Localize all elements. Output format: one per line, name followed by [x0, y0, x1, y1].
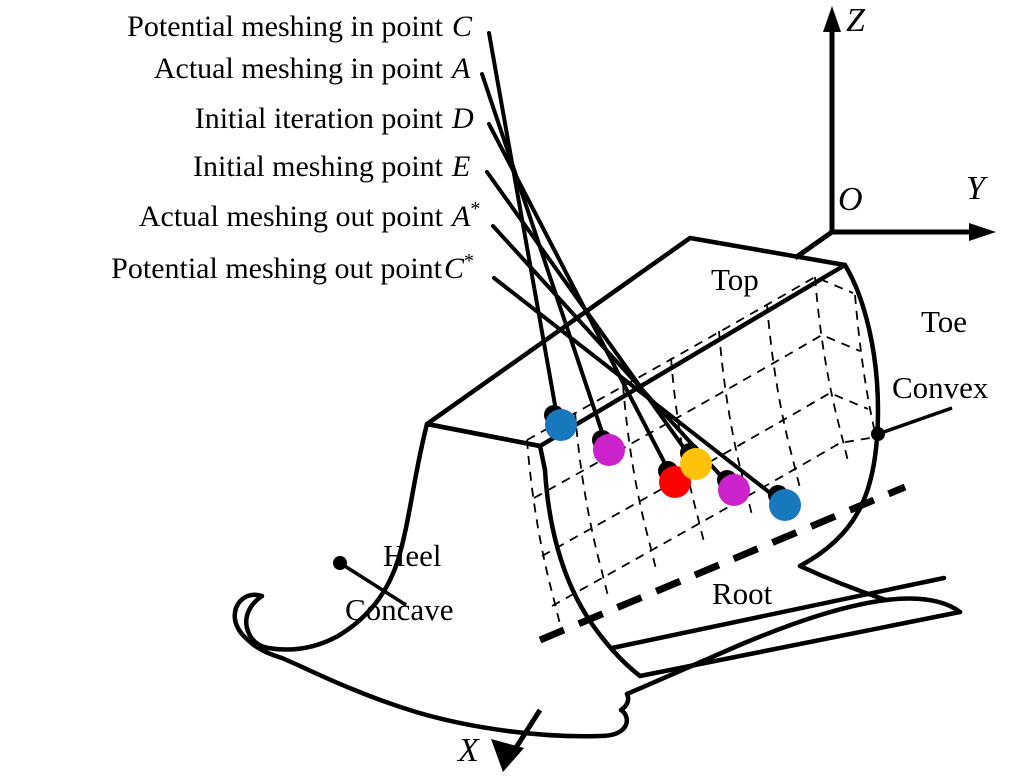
y-axis-arrowhead	[969, 223, 996, 241]
leader-line-C-star	[492, 276, 785, 505]
axis-label-z: Z	[846, 2, 865, 39]
mesh-grid-col	[574, 411, 609, 597]
legend-row-actual-meshing-out: Actual meshing out point A*	[0, 198, 492, 233]
legend-description: Potential meshing out point	[111, 252, 442, 285]
mesh-grid-col	[814, 276, 849, 462]
annotation-heel: Heel	[383, 538, 442, 573]
legend-description: Initial meshing point	[193, 150, 443, 183]
annotation-convex: Convex	[892, 370, 989, 405]
tooth-toe-convex-flank	[797, 262, 881, 569]
mesh-grid-col	[622, 384, 657, 570]
leader-lines	[480, 31, 785, 505]
root-dashed-line	[538, 483, 907, 644]
legend-row-initial-meshing: Initial meshing point E	[0, 152, 492, 182]
tooth-heel-concave-flank	[335, 421, 430, 639]
z-axis-arrowhead	[823, 6, 841, 32]
legend-symbol-A: A	[452, 52, 471, 85]
legend-symbol-A-star: A*	[452, 198, 481, 233]
tooth-solid-outline	[232, 235, 963, 739]
leader-line-A	[480, 72, 609, 449]
convex-anchor-dot	[871, 427, 885, 441]
legend-description: Potential meshing in point	[127, 10, 443, 43]
annotation-top: Top	[711, 262, 759, 297]
marker-A-star-magenta	[718, 474, 750, 506]
axis-label-x: X	[458, 732, 479, 769]
tooth-top-face	[424, 235, 848, 449]
tooth-bottom-notch	[618, 691, 631, 731]
axis-label-origin: O	[838, 181, 863, 218]
marker-C-blue	[545, 409, 577, 441]
concave-anchor-dot	[333, 556, 347, 570]
concave-leader-line	[339, 561, 407, 607]
tooth-broken-edge-bottom	[297, 663, 627, 739]
leader-line-E	[485, 170, 696, 464]
axis-label-y: Y	[966, 170, 985, 207]
mesh-grid-col	[766, 303, 801, 489]
tooth-toe-base-blend	[797, 563, 889, 603]
superscript-star: *	[464, 250, 475, 272]
legend-row-actual-meshing-in: Actual meshing in point A	[0, 54, 492, 84]
tooth-broken-edge-left	[232, 592, 341, 669]
annotation-toe: Toe	[921, 304, 968, 339]
annotation-concave: Concave	[345, 592, 454, 627]
legend-row-potential-meshing-out: Potential meshing out point C*	[0, 250, 484, 285]
legend-symbol-C: C	[452, 10, 473, 43]
coordinate-axes	[793, 22, 978, 261]
legend-row-potential-meshing-in: Potential meshing in point C	[0, 12, 492, 42]
legend-symbol-C-star: C*	[444, 250, 475, 285]
legend-description: Actual meshing in point	[153, 52, 443, 85]
legend-description: Initial iteration point	[194, 102, 443, 135]
x-axis-line	[793, 229, 834, 261]
convex-leader-line	[877, 406, 953, 436]
legend-symbol-D: D	[452, 102, 474, 135]
legend-symbol-E: E	[452, 150, 471, 183]
legend-row-initial-iteration: Initial iteration point D	[0, 104, 492, 134]
tooth-broken-edge-right	[624, 596, 963, 697]
superscript-star: *	[470, 198, 481, 220]
tooth-heel-endface	[424, 421, 548, 473]
tooth-root-land-edge	[542, 467, 643, 679]
marker-E-yellow	[680, 448, 712, 480]
legend-description: Actual meshing out point	[138, 200, 443, 233]
annotation-root: Root	[712, 576, 773, 611]
annotation-leaders	[339, 406, 953, 607]
marker-D-red	[659, 466, 691, 498]
tooth-base-front-edge-2	[609, 575, 947, 651]
meshing-point-markers	[544, 405, 801, 521]
marker-A-magenta	[593, 434, 625, 466]
mesh-grid-col	[854, 294, 877, 438]
leader-line-C	[487, 31, 560, 424]
mesh-grid-col	[526, 439, 561, 625]
marker-C-star-blue	[769, 489, 801, 521]
tooth-base-front-edge	[637, 609, 963, 679]
